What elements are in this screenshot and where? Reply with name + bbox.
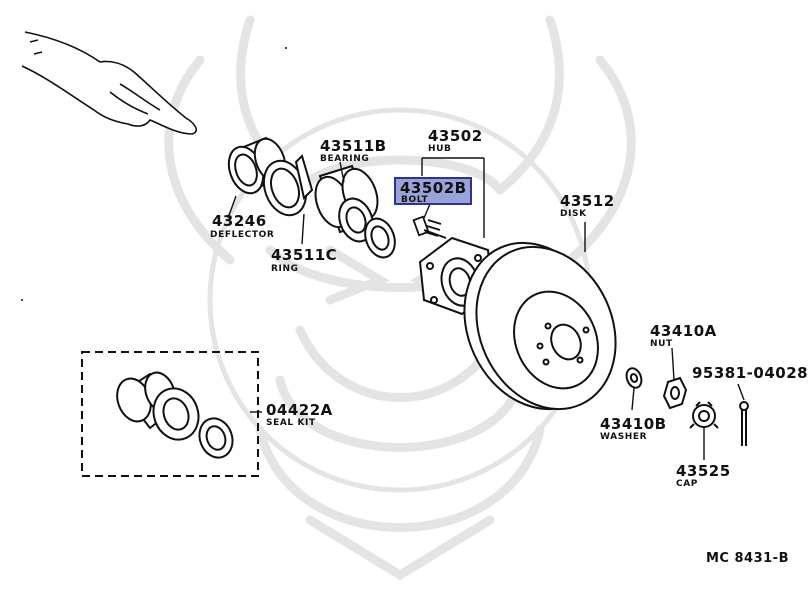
part-name-label: RING <box>271 264 299 274</box>
part-name-label: BEARING <box>320 154 370 164</box>
brake-disk-part <box>463 241 617 411</box>
seal-kit-box <box>81 351 259 477</box>
part-number-label-highlighted[interactable]: 43502B <box>400 179 467 197</box>
seal-kit-parts <box>116 371 234 459</box>
part-name-label: SEAL KIT <box>266 418 316 428</box>
cap-part <box>689 401 719 429</box>
bearing-part <box>262 154 396 259</box>
hub-bolt-part <box>412 215 447 239</box>
part-number-label[interactable]: 43512 <box>560 192 615 210</box>
part-number-label[interactable]: 43502 <box>428 127 483 145</box>
part-number-label[interactable]: 43246 <box>212 212 267 230</box>
part-number-label[interactable]: 43410B <box>600 415 667 433</box>
part-name-label: BOLT <box>401 195 429 205</box>
part-number-label[interactable]: 43511B <box>320 137 387 155</box>
part-number-label[interactable]: 04422A <box>266 401 333 419</box>
highlight-box <box>394 177 472 205</box>
part-number-label[interactable]: 43511C <box>271 246 338 264</box>
part-number-label[interactable]: 43410A <box>650 322 717 340</box>
nut-part <box>662 376 688 410</box>
pointing-hand-icon <box>21 31 198 135</box>
part-name-label: CAP <box>676 479 698 489</box>
part-name-label: WASHER <box>600 432 648 442</box>
diagram-reference-code: MC 8431-B <box>706 551 789 566</box>
washer-part <box>625 367 643 389</box>
part-name-label: DISK <box>560 209 587 219</box>
leader-lines <box>227 157 745 460</box>
part-number-label[interactable]: 43525 <box>676 462 731 480</box>
stray-mark <box>285 47 287 49</box>
part-name-label: NUT <box>650 339 673 349</box>
part-number-label[interactable]: 95381-04028 <box>692 364 808 382</box>
stray-mark <box>21 299 23 301</box>
part-name-label: HUB <box>428 144 452 154</box>
cotter-pin-part <box>739 401 749 446</box>
part-name-label: DEFLECTOR <box>210 230 275 240</box>
